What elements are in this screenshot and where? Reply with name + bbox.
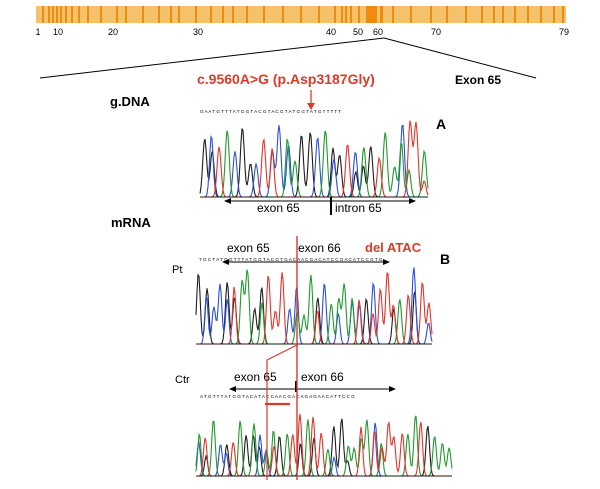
gene-exon-mark (345, 6, 347, 23)
exon-tick-label: 60 (373, 27, 383, 37)
gene-exon-mark (341, 6, 343, 23)
exon-tick-label: 1 (35, 27, 40, 37)
gene-exon-mark (502, 6, 504, 23)
gene-exon-mark (368, 6, 376, 23)
pt-exon-66-label: exon 66 (298, 241, 341, 255)
gene-exon-mark (195, 6, 197, 23)
gene-exon-mark (263, 6, 265, 23)
gene-exon-mark (430, 6, 432, 23)
zoom-line-left (39, 37, 385, 79)
gene-exon-mark (116, 6, 118, 23)
ctr-sequence: A T G T T T A T G G T A C A T A C C A A … (200, 394, 355, 399)
gene-exon-mark (527, 6, 529, 23)
gene-exon-mark (318, 6, 320, 23)
ctr-arrowhead-right (389, 386, 396, 392)
gene-exon-mark (380, 6, 383, 23)
gene-exon-mark (540, 6, 542, 23)
patient-label: Pt (172, 264, 182, 276)
gene-exon-mark (446, 6, 448, 23)
gene-exon-mark (222, 6, 224, 23)
pt-chromatogram (195, 267, 433, 345)
gdna-label: g.DNA (110, 94, 150, 109)
pt-sequence: T G C T A T G G T T T A T G G T A C G T … (199, 257, 383, 262)
exon-title: Exon 65 (455, 73, 501, 87)
chromatogram-trace (195, 415, 453, 477)
exon-tick-label: 79 (559, 27, 569, 37)
gene-exon-bar: 1 10 20 30 40 50 60 70 79 (35, 6, 569, 37)
gdna-sequence: G A A T G T T T A T G G T A C G T A C G … (200, 109, 341, 114)
gene-exon-mark (71, 6, 73, 23)
gene-exon-mark (350, 6, 352, 23)
gene-exon-mark (562, 6, 564, 23)
gene-exon-mark (232, 6, 234, 23)
gene-exon-mark (158, 6, 160, 23)
gene-exon-mark (553, 6, 555, 23)
zoom-line-right (383, 37, 537, 79)
exon-tick-label: 40 (326, 27, 336, 37)
ctr-exon-66-label: exon 66 (301, 370, 344, 384)
gene-exon-mark (87, 6, 89, 23)
gene-exon-mark (42, 6, 44, 23)
mrna-label: mRNA (111, 215, 151, 230)
gene-exon-mark (282, 6, 284, 23)
gdna-exon-65-label: exon 65 (257, 201, 300, 215)
gene-exon-mark (514, 6, 516, 23)
gene-exon-mark (65, 6, 67, 23)
deletion-label: del ATAC (365, 240, 422, 255)
gene-exon-mark (52, 6, 54, 23)
gene-exon-mark (56, 6, 58, 23)
ctr-arrowhead-left (229, 386, 236, 392)
gene-exon-mark (100, 6, 102, 23)
chromatogram-trace (196, 272, 433, 345)
exon-tick-label: 10 (53, 27, 63, 37)
gene-exon-mark (358, 6, 360, 23)
ctr-exon-65-label: exon 65 (234, 370, 277, 384)
gene-exon-mark (410, 6, 412, 23)
gene-exon-mark (481, 6, 483, 23)
exon-tick-label: 30 (193, 27, 203, 37)
gdna-arrowhead-left (224, 198, 231, 204)
gene-exon-mark (392, 6, 394, 23)
mutation-label: c.9560A>G (p.Asp3187Gly) (197, 71, 375, 87)
exon-number-ticks: 1 10 20 30 40 50 60 70 79 (35, 27, 569, 37)
gene-exon-mark (170, 6, 172, 23)
mutation-arrow-head (307, 103, 315, 110)
gene-exon-mark (178, 6, 180, 23)
panel-label-b: B (440, 251, 450, 267)
gene-exon-mark (366, 6, 369, 23)
exon-tick-label: 70 (431, 27, 441, 37)
control-label: Ctr (175, 374, 190, 386)
gdna-chromatogram (199, 120, 429, 198)
ctr-chromatogram (195, 413, 453, 477)
chromatogram-trace (200, 124, 428, 198)
panel-label-a: A (436, 116, 446, 132)
gene-exon-mark (48, 6, 50, 23)
pt-arrowhead-left (222, 259, 229, 265)
exon-tick-label: 50 (353, 27, 363, 37)
exon-tick-label: 20 (108, 27, 118, 37)
pt-exon-65-label: exon 65 (227, 241, 270, 255)
deletion-connector (266, 344, 298, 361)
gene-exon-mark (493, 6, 495, 23)
gene-exon-mark (334, 6, 336, 23)
gene-exon-mark (300, 6, 302, 23)
gdna-intron-65-label: intron 65 (335, 201, 382, 215)
gene-exon-mark (210, 6, 212, 23)
pt-arrowhead-right (383, 259, 390, 265)
gene-exon-mark (465, 6, 467, 23)
gene-exon-mark (246, 6, 248, 23)
gene-exon-mark (78, 6, 80, 23)
gene-exon-mark (142, 6, 144, 23)
gene-exon-marks (42, 6, 564, 23)
gene-exon-mark (125, 6, 127, 23)
gene-exon-mark (60, 6, 62, 23)
gdna-arrowhead-right (409, 198, 416, 204)
